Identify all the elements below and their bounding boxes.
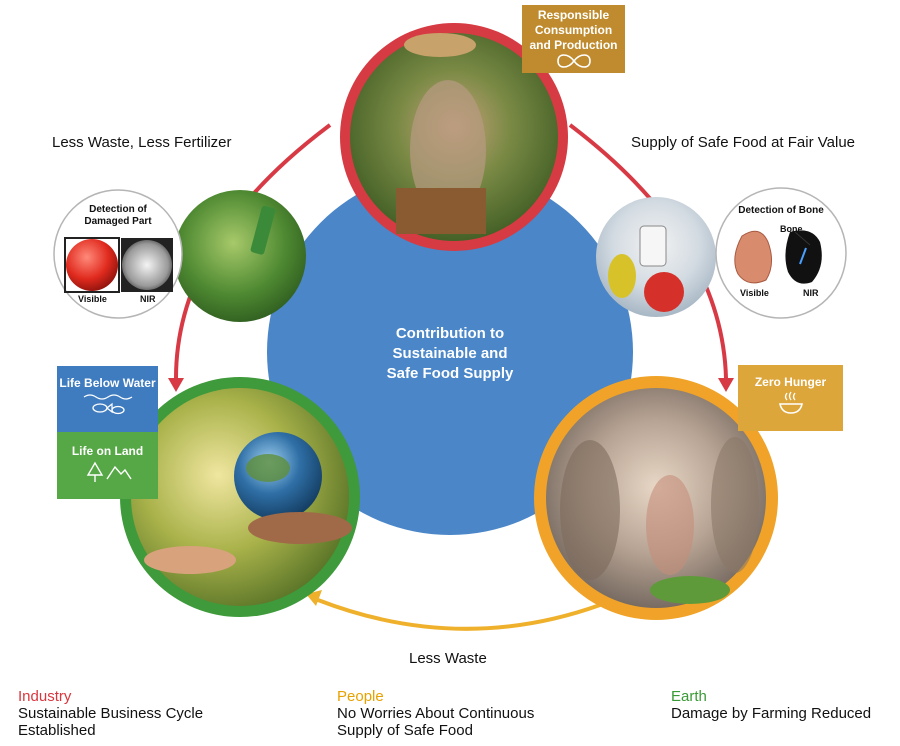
flow-label-top-right: Supply of Safe Food at Fair Value	[631, 134, 856, 151]
center-line-3: Safe Food Supply	[386, 365, 514, 382]
legend-people-line-1: No Worries About Continuous	[337, 705, 535, 722]
detection-bone-nir-label: NIR	[803, 288, 819, 298]
sdg-responsible-line-2: Consumption	[534, 23, 613, 37]
sdg-responsible-consumption-badge: Responsible Consumption and Production	[522, 5, 625, 73]
center-label: Contribution to Sustainable and Safe Foo…	[340, 324, 560, 384]
farmer-hat	[404, 33, 476, 57]
detection-bone-bone-label: Bone	[780, 224, 803, 234]
sdg-life-below-water-badge: Life Below Water	[57, 366, 158, 432]
center-line-2: Sustainable and	[392, 345, 508, 362]
legend-people-heading: People	[337, 688, 384, 705]
arrow-head-industry-to-people	[718, 378, 734, 392]
family-figure-girl	[646, 475, 694, 575]
tomato-visible-frame	[64, 237, 120, 293]
legend-people: People No Worries About Continuous Suppl…	[337, 688, 534, 739]
tree-icon	[86, 461, 132, 482]
detection-bone-title: Detection of Bone	[738, 205, 824, 216]
bone-pointer	[794, 231, 811, 246]
flow-label-bottom: Less Waste	[409, 650, 487, 667]
legend-industry-line-1: Sustainable Business Cycle	[18, 705, 204, 722]
fish-icon	[83, 394, 132, 415]
meter-device	[639, 225, 667, 267]
legend-industry-heading: Industry	[18, 688, 72, 705]
arrow-people-to-earth	[317, 598, 601, 631]
tomato-visible	[66, 239, 118, 291]
tomato-nir	[122, 240, 172, 290]
detection-damaged-nir-label: NIR	[140, 294, 156, 304]
adult-hand	[248, 512, 352, 544]
sdg-zero-hunger-label: Zero Hunger	[754, 375, 827, 389]
apple	[644, 272, 684, 312]
soil-tester	[250, 205, 276, 255]
sdg-responsible-line-1: Responsible	[537, 8, 610, 22]
bone-streak	[799, 247, 807, 265]
pear	[608, 254, 636, 298]
sdg-zero-hunger-badge: Zero Hunger	[738, 365, 843, 431]
center-line-1: Contribution to	[395, 325, 505, 342]
infinity-icon	[556, 54, 591, 68]
greens-photo	[174, 190, 306, 322]
legend-industry: Industry Sustainable Business Cycle Esta…	[18, 688, 203, 739]
sdg-responsible-line-3: and Production	[529, 38, 618, 52]
globe-landmass	[246, 454, 290, 482]
crate	[396, 188, 486, 234]
detection-bone-visible-label: Visible	[740, 288, 769, 298]
child-hand	[144, 546, 236, 574]
sdg-life-on-land-label: Life on Land	[71, 444, 144, 458]
legend-industry-line-2: Established	[18, 722, 96, 739]
sdg-life-on-land-badge: Life on Land	[57, 432, 158, 499]
detection-damaged-title-line-1: Detection of	[89, 204, 147, 215]
salad-bowl	[650, 576, 730, 604]
sdg-life-below-water-label: Life Below Water	[59, 376, 156, 390]
detection-bone-circle	[715, 187, 847, 319]
flow-label-top-left: Less Waste, Less Fertilizer	[52, 134, 232, 151]
legend-people-line-2: Supply of Safe Food	[337, 722, 473, 739]
legend-earth: Earth Damage by Farming Reduced	[671, 688, 871, 722]
detection-damaged-title-line-2: Damaged Part	[84, 216, 152, 227]
legend-earth-heading: Earth	[671, 688, 707, 705]
family-figure-woman	[711, 437, 759, 573]
bowl-icon	[778, 391, 803, 414]
meat-visible	[734, 230, 772, 284]
legend-earth-line-1: Damage by Farming Reduced	[671, 705, 872, 722]
family-figure-man	[560, 440, 620, 580]
detection-damaged-title: Detection of Damaged Part	[68, 204, 168, 228]
center-circle	[267, 169, 633, 535]
detection-damaged-visible-label: Visible	[78, 294, 107, 304]
arrow-head-industry-to-earth	[168, 378, 184, 392]
farmer-figure	[410, 80, 486, 220]
